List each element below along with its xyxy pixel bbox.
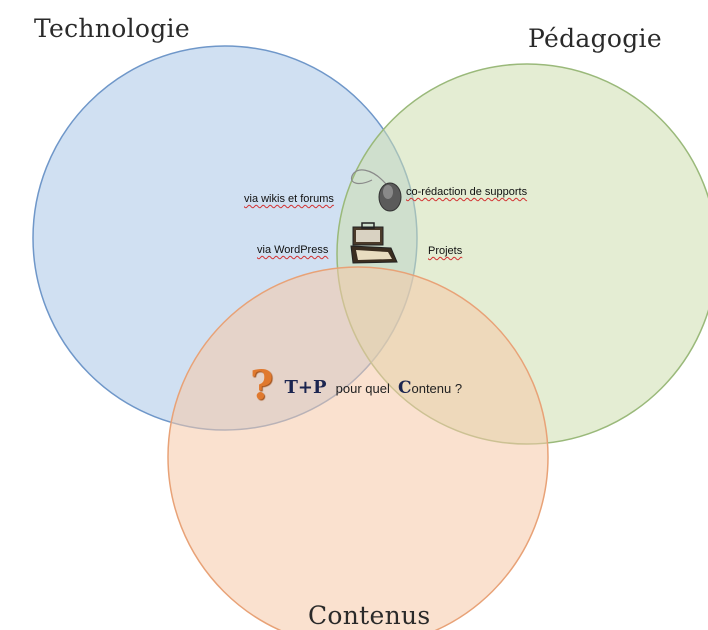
label-via-wikis: via wikis et forums — [244, 193, 334, 205]
center-c-initial: C — [397, 378, 412, 398]
set-title-technologie: Technologie — [34, 14, 190, 43]
label-co-redaction: co-rédaction de supports — [406, 186, 527, 198]
label-via-wikis-text: via wikis et forums — [244, 193, 334, 205]
center-tp: T+P — [284, 377, 327, 398]
center-contenu-rest: ontenu ? — [411, 381, 463, 396]
set-title-pedagogie: Pédagogie — [528, 24, 662, 53]
label-via-wordpress-text: via WordPress — [257, 244, 329, 256]
set-title-contenus: Contenus — [308, 601, 431, 630]
label-via-wordpress: via WordPress — [257, 244, 328, 256]
center-pour-quel: pour quel — [335, 381, 390, 396]
label-projets: Projets — [428, 245, 462, 257]
question-mark-icon: ? — [250, 362, 274, 409]
open-briefcase-icon — [350, 222, 398, 264]
circle-contenus — [167, 266, 549, 630]
center-question: ? T+P pour quel Contenu ? — [250, 362, 462, 409]
label-co-redaction-text: co-rédaction de supports — [406, 186, 528, 198]
label-projets-text: Projets — [428, 245, 463, 257]
computer-mouse-icon — [350, 169, 402, 212]
